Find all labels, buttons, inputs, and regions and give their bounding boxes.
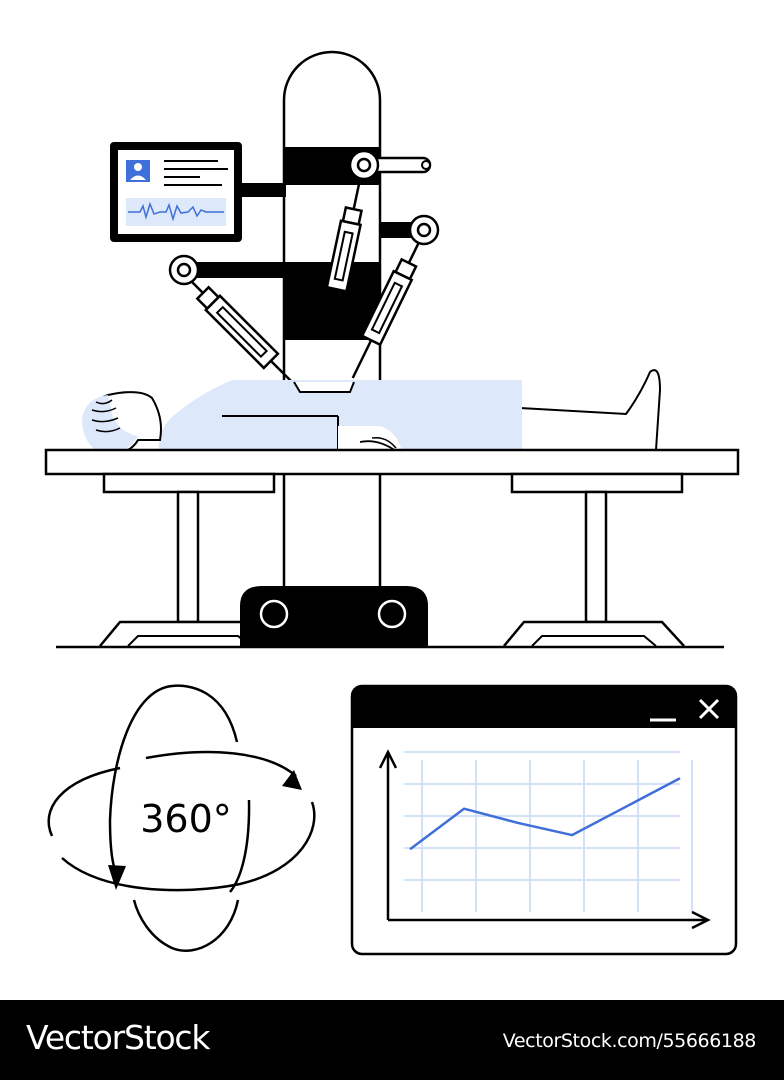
close-icon[interactable] <box>698 698 720 720</box>
brand-logo: VectorStock <box>26 1018 210 1057</box>
chart-grid <box>404 751 693 912</box>
patient-monitor-icon <box>110 142 286 242</box>
robot-tower <box>282 50 382 590</box>
chart-series <box>409 777 681 851</box>
footer-bar: VectorStock VectorStock.com/55666188 <box>0 1000 784 1080</box>
series-line <box>409 777 681 851</box>
robotic-surgery-arm-icon <box>168 149 440 392</box>
surgical-robot-illustration: 360° <box>44 50 740 956</box>
operating-table <box>44 448 740 649</box>
line-chart-window-icon <box>350 684 738 956</box>
patient <box>82 369 662 456</box>
image-id: VectorStock.com/55666188 <box>502 1030 757 1052</box>
rotation-label: 360° <box>140 797 232 841</box>
rotation-360-icon: 360° <box>47 684 316 952</box>
